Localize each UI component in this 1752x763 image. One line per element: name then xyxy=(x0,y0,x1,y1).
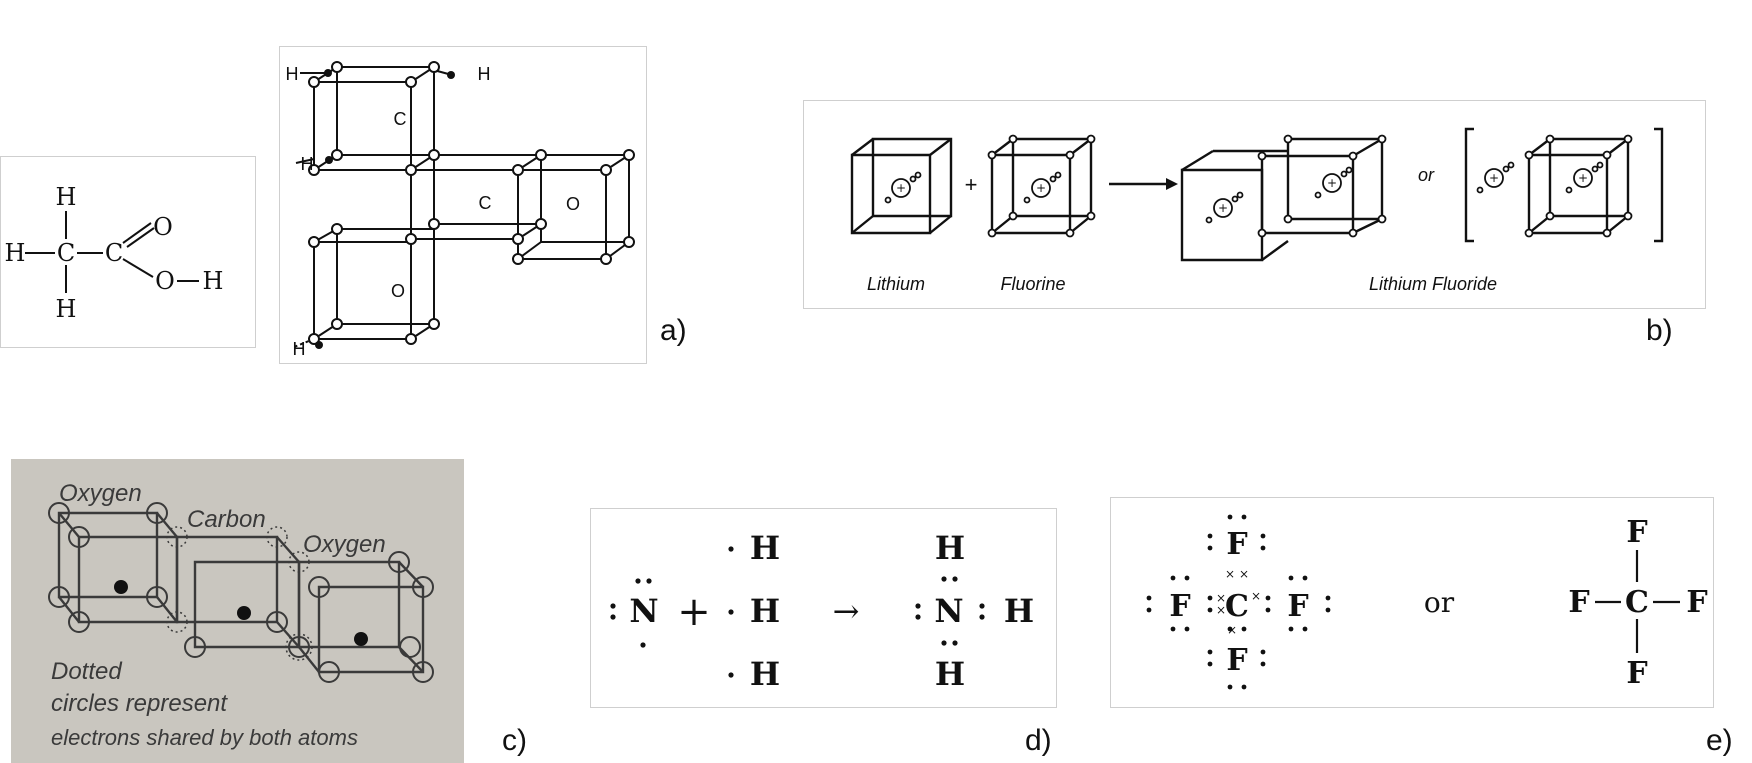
struct-f-top: F xyxy=(1626,515,1647,550)
lithium-fluoride-label: Lithium Fluoride xyxy=(1369,274,1497,294)
electron-dots xyxy=(610,546,985,678)
or-text: or xyxy=(1418,165,1435,185)
svg-text:×: × xyxy=(1216,591,1226,605)
svg-text:×: × xyxy=(1251,589,1261,603)
atom-h-top: H xyxy=(56,183,77,211)
panel-label-e: e) xyxy=(1706,724,1733,757)
or-text-e: or xyxy=(1424,586,1455,619)
hydrogen-3: H xyxy=(750,655,780,693)
carbon-tetrafluoride-diagram: F F C F F or F F C F F xyxy=(1110,497,1714,708)
struct-bonds xyxy=(1595,550,1680,653)
lewis-cross-electrons: ×× ×× ×× xyxy=(1216,567,1261,637)
caption-line-3: electrons shared by both atoms xyxy=(51,725,358,750)
lewis-carbon: C xyxy=(1225,589,1249,624)
struct-f-bottom: F xyxy=(1626,656,1647,691)
hydrogen-2: H xyxy=(750,592,780,630)
lewis-f-right: F xyxy=(1287,589,1308,624)
panel-label-c: c) xyxy=(502,724,527,757)
cube-h4: H xyxy=(293,339,306,359)
ammonia-lewis-reaction: N + H H H → H N H H xyxy=(590,508,1057,708)
svg-text:+: + xyxy=(1327,176,1337,190)
acetic-acid-structural-formula: H H C C H O O H xyxy=(0,156,256,348)
panel-label-d: d) xyxy=(1025,724,1052,757)
acetic-acid-cubic-model: H H H H C C O O xyxy=(279,46,647,364)
svg-text:+: + xyxy=(896,181,906,195)
hydrogen-1: H xyxy=(750,529,780,567)
carbon-dioxide-photo: Oxygen Carbon Oxygen Dotted circles repr… xyxy=(11,459,464,763)
atom-o-double: O xyxy=(153,213,173,241)
svg-text:×: × xyxy=(1227,623,1237,637)
lithium-fluoride-svg: + + + + + + + or Lithium Fluorine Lithium Fl… xyxy=(850,127,1664,294)
struct-f-right: F xyxy=(1686,585,1707,620)
svg-text:+: + xyxy=(1489,171,1499,185)
lithium-fluoride-diagram: + + + + + + + or Lithium Fluorine Lithium Fl… xyxy=(803,100,1706,309)
panel-label-b: b) xyxy=(1646,314,1673,347)
cube-h3: H xyxy=(301,154,314,174)
struct-carbon: C xyxy=(1625,585,1649,620)
caption-line-1: Dotted xyxy=(51,658,122,685)
plus-sign: + xyxy=(965,172,978,197)
struct-f-left: F xyxy=(1568,585,1589,620)
atom-o-single: O xyxy=(155,267,175,295)
plus-sign-d: + xyxy=(677,589,711,635)
svg-text:×: × xyxy=(1216,603,1226,617)
svg-text:+: + xyxy=(1578,171,1588,185)
oxygen-right-label: Oxygen xyxy=(303,531,386,558)
bonds xyxy=(25,211,199,293)
panel-label-a: a) xyxy=(660,314,687,347)
reaction-arrow: → xyxy=(833,592,860,630)
lewis-f-bottom: F xyxy=(1226,643,1247,678)
svg-text:+: + xyxy=(1036,181,1046,195)
carbon-tetrafluoride-svg: F F C F F or F F C F F xyxy=(1146,514,1708,691)
atom-c2: C xyxy=(105,239,123,267)
cube-c-top: C xyxy=(394,109,407,129)
cube-o-right: O xyxy=(566,194,580,214)
nitrogen-right: N xyxy=(934,592,963,630)
atom-c1: C xyxy=(57,239,75,267)
nitrogen-left: N xyxy=(629,592,658,630)
cube-c-mid: C xyxy=(479,193,492,213)
svg-text:+: + xyxy=(1218,201,1228,215)
oxygen-left-label: Oxygen xyxy=(59,480,142,507)
atom-h-bottom: H xyxy=(56,295,77,323)
lithium-label: Lithium xyxy=(867,274,925,294)
atom-h-left: H xyxy=(5,239,26,267)
lewis-f-top: F xyxy=(1226,527,1247,562)
svg-text:×: × xyxy=(1225,567,1235,581)
cube-o-bottom: O xyxy=(391,281,405,301)
svg-text:×: × xyxy=(1239,567,1249,581)
atom-h-right: H xyxy=(203,267,224,295)
carbon-dioxide-svg: Oxygen Carbon Oxygen Dotted circles repr… xyxy=(48,480,434,750)
hydrogen-top: H xyxy=(935,529,965,567)
hydrogen-right: H xyxy=(1004,592,1034,630)
cube-h2: H xyxy=(478,64,491,84)
cubic-model-svg: H H H H C C O O xyxy=(286,61,635,359)
structural-formula-svg: H H C C H O O H xyxy=(5,183,224,323)
lewis-electron-dots xyxy=(1146,514,1331,690)
carbon-label: Carbon xyxy=(187,506,266,533)
fluorine-label: Fluorine xyxy=(1000,274,1065,294)
cube-h1: H xyxy=(286,64,299,84)
lewis-f-left: F xyxy=(1169,589,1190,624)
ammonia-lewis-svg: N + H H H → H N H H xyxy=(610,529,1034,693)
caption-line-2: circles represent xyxy=(51,690,228,717)
hydrogen-bottom: H xyxy=(935,655,965,693)
